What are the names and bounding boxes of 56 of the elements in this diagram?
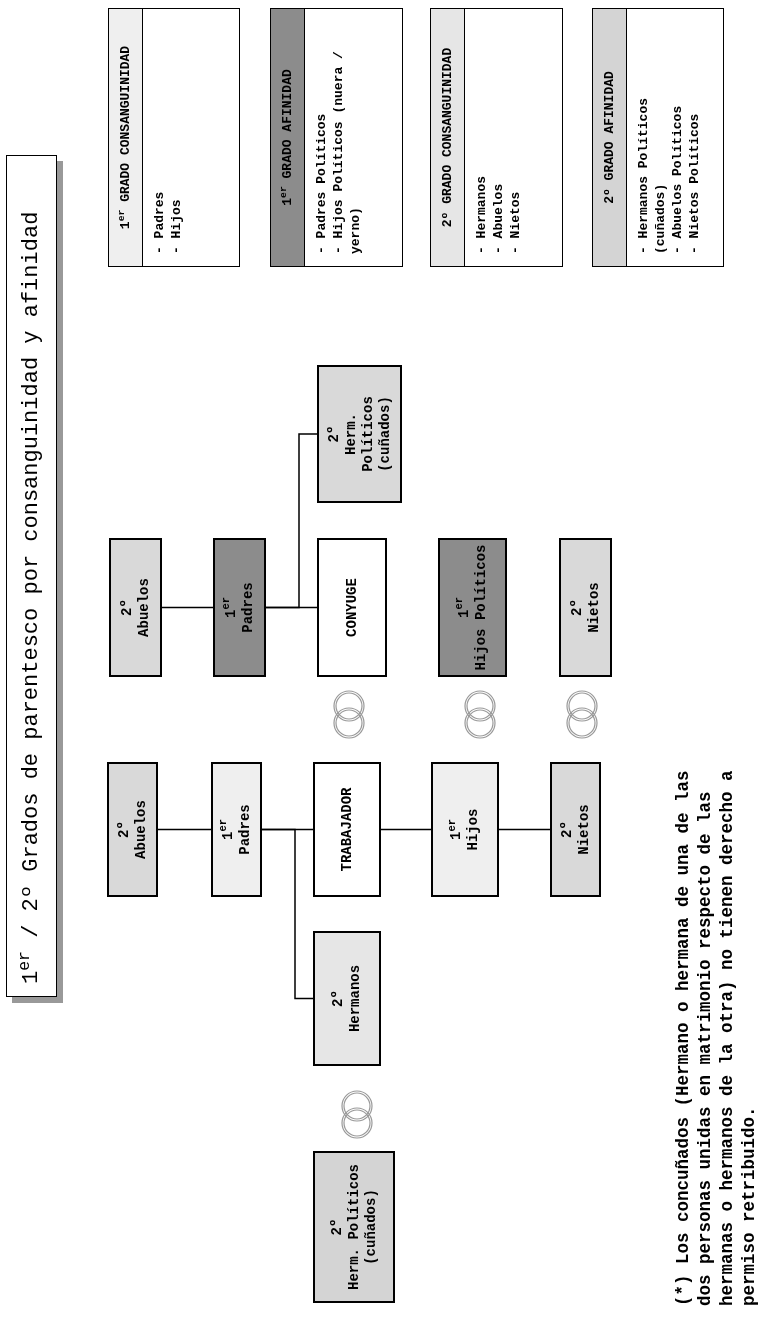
relative-box	[109, 538, 162, 677]
connector-line	[380, 828, 432, 831]
relative-name: Hijos	[465, 808, 482, 851]
list-item: - Hermanos Políticos (cuñados)	[635, 96, 669, 254]
footnote: (*) Los concuñados (Hermano o hermana de una de las dos personas unidas en matrimonio respecto de las hermanas o hermanos de la otra) no tienen derecho a permiso retribuido.	[672, 769, 760, 1306]
relative-name: Hermanos	[347, 964, 364, 1033]
relative-box	[438, 538, 507, 677]
grade-number: 2º	[558, 821, 576, 838]
connector-line	[157, 828, 212, 831]
relative-name: TRABAJADOR	[338, 787, 356, 872]
relative-box	[550, 762, 601, 897]
list-item: - Nietos Políticos	[686, 112, 703, 254]
relative-box	[107, 762, 158, 897]
relative-name: Herm. Políticos (cuñados)	[345, 1163, 380, 1292]
relative-name: Padres	[239, 582, 257, 633]
relative-box	[313, 762, 381, 897]
relative-box	[317, 538, 387, 677]
relative-box	[213, 538, 266, 677]
legend-card	[108, 8, 240, 267]
grade-number: 2º	[325, 425, 343, 443]
grade-number: 2º	[115, 821, 133, 838]
legend-heading: 2º GRADO AFINIDAD	[600, 71, 618, 204]
grade-number: 2º	[568, 599, 586, 616]
relative-box	[313, 931, 381, 1066]
list-item: - Nietos	[507, 190, 524, 254]
relative-box	[317, 365, 402, 503]
relative-name: Padres	[236, 804, 254, 855]
relative-name: Abuelos	[135, 578, 153, 637]
relative-name: Nietos	[575, 804, 593, 855]
relative-box	[559, 538, 612, 677]
grade-number: 2º	[328, 1218, 346, 1236]
relative-box	[313, 1151, 395, 1303]
connector-line	[261, 828, 314, 1000]
relative-box	[211, 762, 262, 897]
relative-name: Nietos	[585, 582, 603, 633]
list-item: - Abuelos	[490, 182, 507, 254]
list-item: - Hijos Políticos (nuera / yerno)	[330, 50, 364, 254]
connector-line	[265, 433, 318, 609]
legend-card	[430, 8, 563, 267]
grade-number: 2º	[330, 990, 347, 1007]
relative-name: CONYUGE	[343, 578, 361, 637]
connector-line	[161, 606, 214, 609]
legend-heading: 2º GRADO CONSANGUINIDAD	[438, 47, 456, 228]
connector-line	[498, 828, 551, 831]
grade-number: 2º	[118, 599, 136, 616]
list-item: - Hijos	[168, 198, 185, 254]
relative-box	[431, 762, 499, 897]
relative-name: Abuelos	[132, 800, 150, 859]
legend-card	[592, 8, 724, 267]
relative-name: Hijos Políticos	[472, 544, 490, 671]
legend-card	[270, 8, 403, 267]
list-item: - Abuelos Políticos	[669, 104, 686, 254]
list-item: - Padres Políticos	[313, 112, 330, 254]
list-item: - Hermanos	[473, 175, 490, 254]
relative-name: Herm. Políticos (cuñados)	[342, 395, 394, 474]
list-item: - Padres	[151, 190, 168, 254]
